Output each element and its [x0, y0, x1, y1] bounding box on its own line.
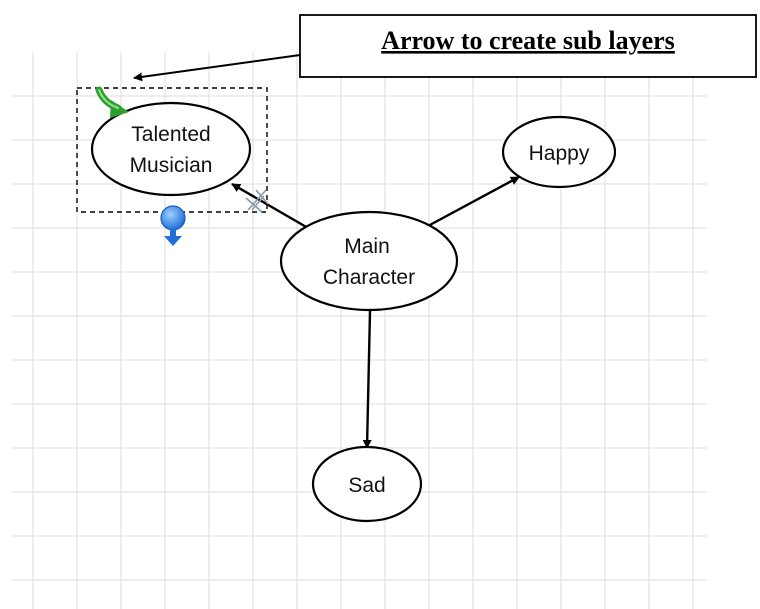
node-happy-shape[interactable]	[501, 115, 617, 189]
green-curved-arrow-icon[interactable]	[95, 86, 129, 118]
node-talented-musician-label-line1: Talented	[131, 123, 210, 146]
callout: Arrow to create sub layers	[133, 14, 757, 82]
callout-pointer-arrow	[133, 54, 301, 82]
connectors	[231, 175, 520, 449]
node-talented-musician-label-line2: Musician	[130, 154, 213, 177]
node-main-character-shape[interactable]	[279, 210, 459, 312]
node-sad-label: Sad	[348, 474, 385, 497]
link-scissor-icon[interactable]	[245, 189, 269, 213]
node-talented-musician[interactable]: Talented Musician	[90, 101, 252, 197]
node-happy-label: Happy	[529, 142, 590, 165]
callout-box	[299, 14, 757, 78]
node-main-character-label-line2: Character	[323, 266, 415, 289]
node-happy[interactable]: Happy	[501, 115, 617, 189]
node-main-character-label-line1: Main	[344, 235, 390, 258]
node-talented-musician-shape[interactable]	[90, 101, 252, 197]
blue-connector-handle-icon[interactable]	[160, 205, 186, 246]
node-sad-shape[interactable]	[311, 445, 423, 523]
node-sad[interactable]: Sad	[311, 445, 423, 523]
connector-main-to-talented[interactable]	[231, 182, 309, 230]
connector-main-to-sad[interactable]	[362, 310, 372, 449]
connector-main-to-happy[interactable]	[427, 175, 520, 228]
node-main-character[interactable]: Main Character	[279, 210, 459, 312]
callout-text: Arrow to create sub layers	[381, 26, 675, 55]
